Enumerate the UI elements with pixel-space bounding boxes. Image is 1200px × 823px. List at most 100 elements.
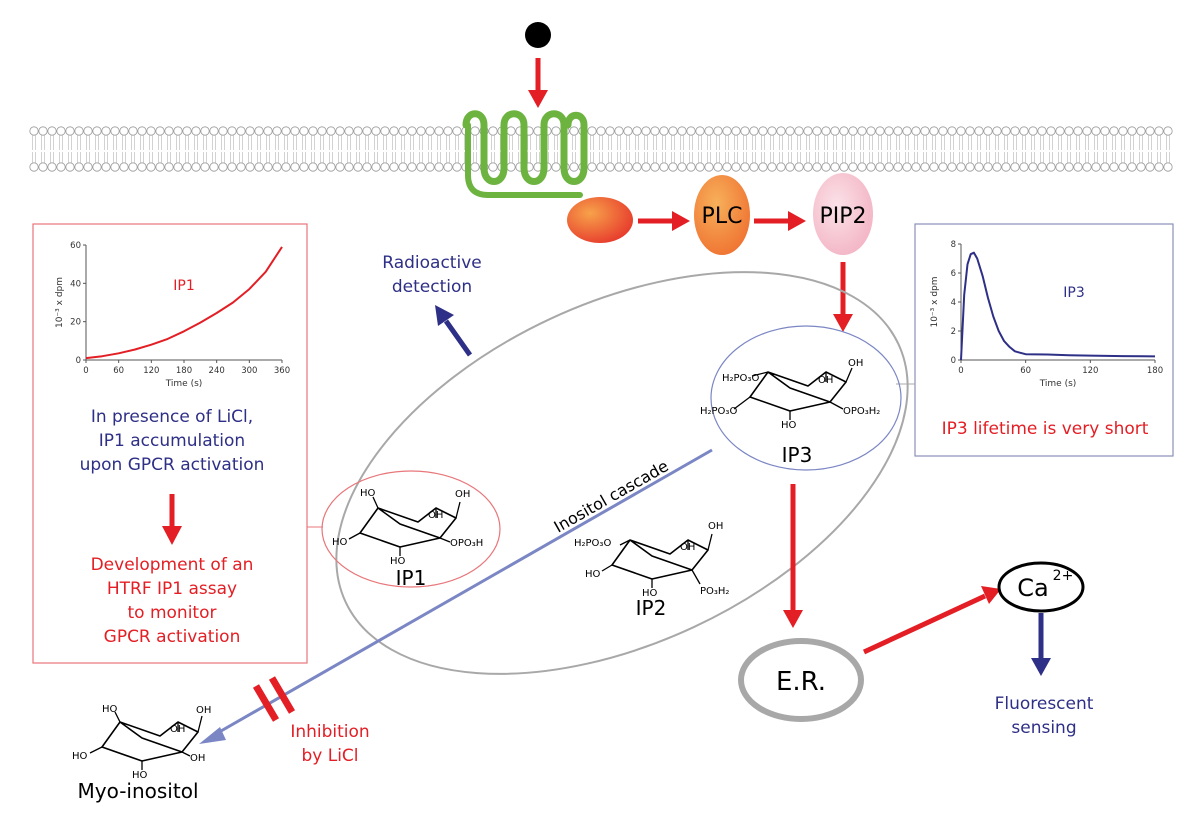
svg-text:HTRF IP1 assay: HTRF IP1 assay <box>107 579 237 599</box>
y-tick-label: 40 <box>70 279 81 289</box>
lipid-head <box>659 162 669 172</box>
lipid-head <box>1010 162 1020 172</box>
lipid-head <box>1055 126 1065 136</box>
ip3-circle <box>710 325 902 471</box>
lipid-head <box>758 126 768 136</box>
svg-text:upon GPCR activation: upon GPCR activation <box>80 455 265 475</box>
lipid-head <box>173 162 183 172</box>
x-tick-label: 60 <box>1020 366 1031 376</box>
ip3-structure: H₂PO₃O H₂PO₃O OH OH OPO₃H₂ HO <box>700 358 880 431</box>
lipid-head <box>308 162 318 172</box>
svg-text:HO: HO <box>132 770 148 781</box>
lipid-head <box>749 162 759 172</box>
svg-text:Development of an: Development of an <box>91 555 254 575</box>
lipid-head <box>398 126 408 136</box>
lipid-head <box>740 162 750 172</box>
lipid-head <box>38 162 48 172</box>
lipid-head <box>56 162 66 172</box>
lipid-head <box>983 126 993 136</box>
lipid-head <box>650 126 660 136</box>
lipid-head <box>254 126 264 136</box>
svg-text:OH: OH <box>455 489 470 500</box>
lipid-head <box>245 162 255 172</box>
radioactive-label-2: detection <box>392 277 472 297</box>
lipid-head <box>164 126 174 136</box>
lipid-head <box>830 126 840 136</box>
lipid-head <box>1073 126 1083 136</box>
lipid-head <box>200 126 210 136</box>
lipid-head <box>830 162 840 172</box>
lipid-head <box>281 126 291 136</box>
lipid-head <box>974 162 984 172</box>
er-label: E.R. <box>776 667 826 697</box>
lipid-head <box>83 162 93 172</box>
g-protein <box>567 197 633 243</box>
lipid-head <box>1145 126 1155 136</box>
lipid-head <box>416 162 426 172</box>
arrow-pip2-to-ip3 <box>833 262 853 332</box>
plc-node <box>694 175 750 255</box>
lipid-head <box>866 162 876 172</box>
lipid-head <box>1118 162 1128 172</box>
lipid-head <box>128 126 138 136</box>
lipid-head <box>344 162 354 172</box>
lipid-head <box>1163 126 1173 136</box>
lipid-head <box>254 162 264 172</box>
lipid-head <box>128 162 138 172</box>
lipid-head <box>587 162 597 172</box>
y-axis-label: 10⁻³ x dpm <box>930 276 940 327</box>
lipid-head <box>902 162 912 172</box>
lipid-head <box>803 162 813 172</box>
left-panel-text1: In presence of LiCl, IP1 accumulation up… <box>80 407 265 475</box>
lipid-head <box>1100 162 1110 172</box>
lipid-head <box>668 162 678 172</box>
lipid-head <box>722 162 732 172</box>
svg-text:IP1 accumulation: IP1 accumulation <box>99 431 245 451</box>
lipid-head <box>488 126 498 136</box>
lipid-head <box>317 126 327 136</box>
lipid-head <box>551 126 561 136</box>
lipid-head <box>335 162 345 172</box>
svg-text:In presence of LiCl,: In presence of LiCl, <box>91 407 253 427</box>
lipid-head <box>101 126 111 136</box>
y-tick-label: 0 <box>76 356 81 366</box>
right-panel <box>914 223 1174 457</box>
calcium-label: Ca <box>1017 574 1048 602</box>
lipid-head <box>344 126 354 136</box>
lipid-head <box>209 162 219 172</box>
y-tick-label: 20 <box>70 318 81 328</box>
pip2-node <box>813 173 873 255</box>
lipid-head <box>749 126 759 136</box>
x-axis-label: Time (s) <box>1039 379 1077 389</box>
x-tick-label: 180 <box>1147 366 1163 376</box>
svg-text:OH: OH <box>196 705 211 716</box>
lipid-head <box>1064 162 1074 172</box>
lipid-head <box>713 162 723 172</box>
lipid-head <box>848 162 858 172</box>
x-tick-label: 0 <box>958 366 963 376</box>
lipid-head <box>362 162 372 172</box>
svg-text:OH: OH <box>190 753 205 764</box>
arrow-ca-to-fluorescent <box>1031 613 1051 676</box>
lipid-head <box>974 126 984 136</box>
lipid-head <box>452 126 462 136</box>
lipid-head <box>236 162 246 172</box>
svg-text:H₂PO₃O: H₂PO₃O <box>574 538 611 549</box>
ligand-arrow <box>528 58 548 108</box>
myo-inositol-label: Myo-inositol <box>78 779 199 803</box>
gpcr-receptor <box>462 110 588 185</box>
lipid-head <box>1082 126 1092 136</box>
lipid-head <box>1145 162 1155 172</box>
x-tick-label: 180 <box>176 366 192 376</box>
lipid-head <box>182 126 192 136</box>
x-tick-label: 120 <box>1082 366 1098 376</box>
lipid-head <box>731 126 741 136</box>
arrow-radioactive <box>435 305 473 357</box>
inositol-cascade-label: Inositol cascade <box>551 456 672 536</box>
lipid-head <box>641 162 651 172</box>
lipid-head <box>1082 162 1092 172</box>
lipid-head <box>857 162 867 172</box>
lipid-head <box>956 162 966 172</box>
x-tick-label: 360 <box>274 366 290 376</box>
x-tick-label: 0 <box>83 366 88 376</box>
